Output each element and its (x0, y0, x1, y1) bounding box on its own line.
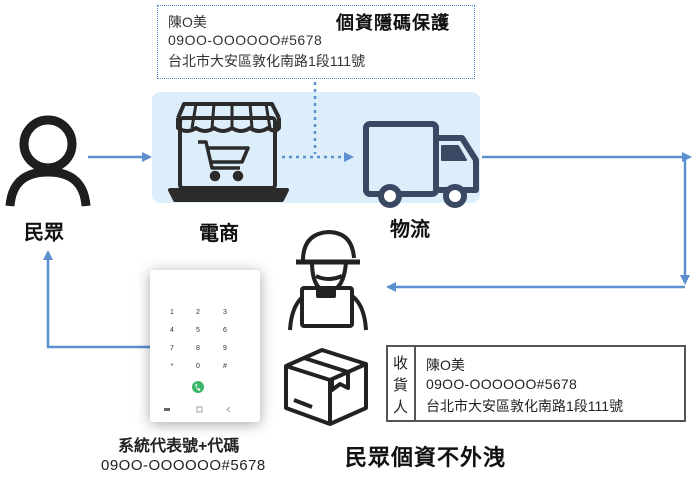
dialpad-key[interactable]: 6 (223, 327, 227, 334)
receiver-info-box: 收 貨 人 陳O美 09OO-OOOOOO#5678 台北市大安區敦化南路1段1… (386, 345, 686, 422)
phone-icon (195, 383, 201, 391)
dialpad-key[interactable]: 3 (223, 309, 227, 316)
nav-menu-icon (164, 408, 170, 411)
delivery-person-icon (288, 230, 368, 331)
dialpad-key[interactable]: 7 (170, 345, 174, 352)
dialpad-key[interactable]: 5 (196, 327, 200, 334)
dialpad-key[interactable]: 4 (170, 327, 174, 334)
receiver-address: 台北市大安區敦化南路1段111號 (426, 398, 624, 414)
privacy-phone: 09OO-OOOOOO#5678 (168, 32, 323, 48)
label-citizen: 民眾 (24, 222, 64, 244)
arrow-phone-to-citizen (43, 250, 150, 349)
receiver-label-char: 貨 (393, 377, 409, 394)
label-logistics: 物流 (390, 219, 430, 241)
privacy-address: 台北市大安區敦化南路1段111號 (168, 53, 366, 69)
storefront-icon (168, 102, 289, 202)
dialpad-key[interactable]: # (223, 363, 227, 370)
label-ecommerce: 電商 (199, 223, 239, 245)
dialpad-key[interactable]: 1 (170, 309, 174, 316)
tagline: 民眾個資不外洩 (345, 445, 507, 470)
receiver-label-char: 人 (393, 399, 409, 416)
privacy-title: 個資隱碼保護 (336, 13, 450, 33)
dialpad-key[interactable]: 9 (223, 345, 227, 352)
package-box-icon (284, 348, 368, 426)
system-code-label: 系統代表號+代碼 (118, 438, 240, 455)
nav-home-icon (196, 406, 203, 413)
dialpad-key[interactable]: 8 (196, 345, 200, 352)
truck-icon (363, 121, 479, 208)
phone-dialpad-screen: 1 2 3 4 5 6 7 8 9 * 0 # (150, 270, 260, 422)
receiver-phone: 09OO-OOOOOO#5678 (426, 376, 578, 392)
dialpad-key[interactable]: 2 (196, 309, 200, 316)
privacy-protection-box: 陳O美 個資隱碼保護 09OO-OOOOOO#5678 台北市大安區敦化南路1段… (157, 5, 475, 79)
dialpad: 1 2 3 4 5 6 7 8 9 * 0 # (164, 309, 231, 413)
system-code-number: 09OO-OOOOOO#5678 (101, 457, 266, 474)
call-button[interactable] (192, 381, 204, 393)
privacy-name: 陳O美 (168, 14, 207, 30)
person-icon (5, 115, 91, 207)
dialpad-key[interactable]: * (171, 363, 174, 370)
nav-back-icon (226, 406, 231, 413)
receiver-label-char: 收 (393, 355, 409, 372)
receiver-name: 陳O美 (426, 357, 465, 373)
dialpad-key[interactable]: 0 (196, 363, 200, 370)
receiver-label-column: 收 貨 人 (388, 347, 416, 420)
shopping-cart-icon (198, 140, 250, 182)
